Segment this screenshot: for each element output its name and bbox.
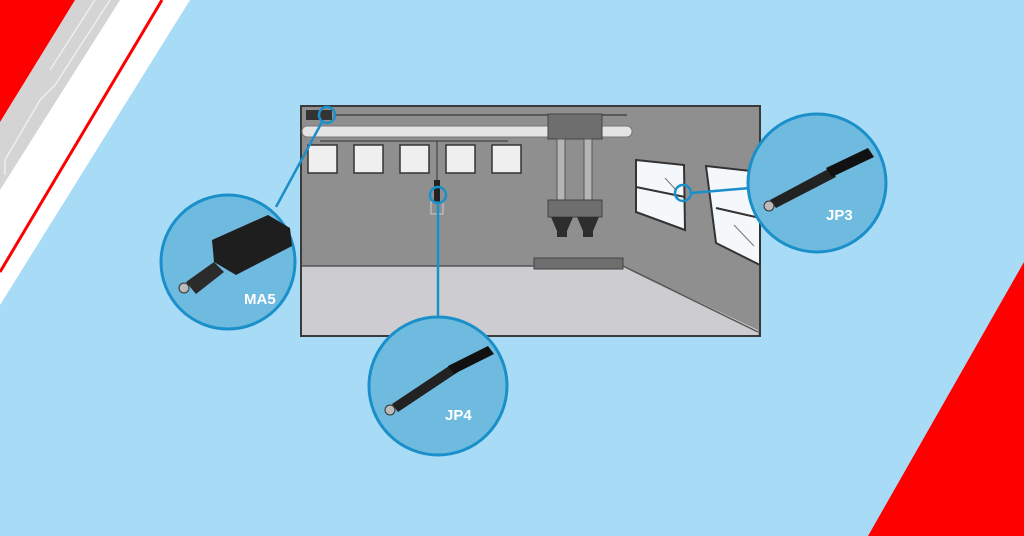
callout-label: JP3 [826,207,853,224]
actuator-jp4-icon [384,346,494,416]
callout-label: MA5 [244,291,276,308]
callout-ma5[interactable]: MA5 [159,193,297,331]
top-left-decoration [0,0,190,305]
callout-connectors [274,105,751,318]
actuator-ma5-icon [178,215,292,294]
callout-jp3[interactable]: JP3 [746,112,888,254]
room-diagram [300,105,761,337]
callout-label: JP4 [445,407,472,424]
actuator-jp3-icon [763,148,874,212]
bottom-right-decoration [868,262,1024,536]
callout-jp4[interactable]: JP4 [367,315,509,457]
